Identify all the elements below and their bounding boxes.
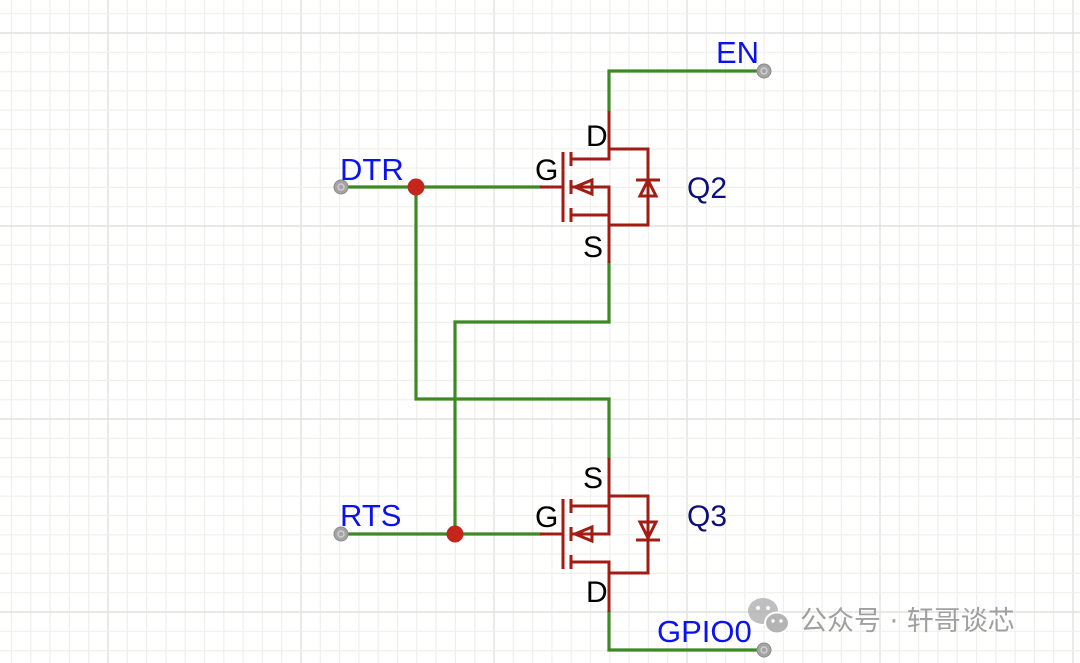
q2-drain-label: D <box>586 120 608 153</box>
junction-dtr <box>407 178 425 196</box>
watermark-text: 公众号 · 轩哥谈芯 <box>800 606 1015 637</box>
wire-dtr-to-q3-source[interactable] <box>414 185 611 460</box>
net-label-en: EN <box>716 35 759 70</box>
q2-source-label: S <box>583 231 603 264</box>
q2-ref-label: Q2 <box>687 172 727 205</box>
port-rts[interactable] <box>333 526 349 542</box>
watermark: 公众号 · 轩哥谈芯 <box>748 598 1015 637</box>
junction-rts <box>446 525 464 543</box>
net-label-dtr: DTR <box>340 152 404 187</box>
mosfet-q3[interactable] <box>540 458 660 612</box>
port-gpio0[interactable] <box>756 642 772 658</box>
port-dtr[interactable] <box>333 179 349 195</box>
net-label-rts: RTS <box>340 498 401 533</box>
wire-q2-source-to-rts[interactable] <box>453 261 611 536</box>
q3-ref-label: Q3 <box>687 500 727 533</box>
port-en[interactable] <box>756 63 772 79</box>
q3-drain-label: D <box>586 576 608 609</box>
wires <box>339 69 766 652</box>
wire-en[interactable] <box>607 69 766 113</box>
q2-gate-label: G <box>535 154 558 187</box>
q3-gate-label: G <box>535 501 558 534</box>
q3-source-label: S <box>583 462 603 495</box>
wechat-icon <box>748 598 790 635</box>
wire-gpio0[interactable] <box>607 610 766 652</box>
net-label-gpio0: GPIO0 <box>657 614 752 649</box>
mosfet-q2[interactable] <box>540 111 660 263</box>
